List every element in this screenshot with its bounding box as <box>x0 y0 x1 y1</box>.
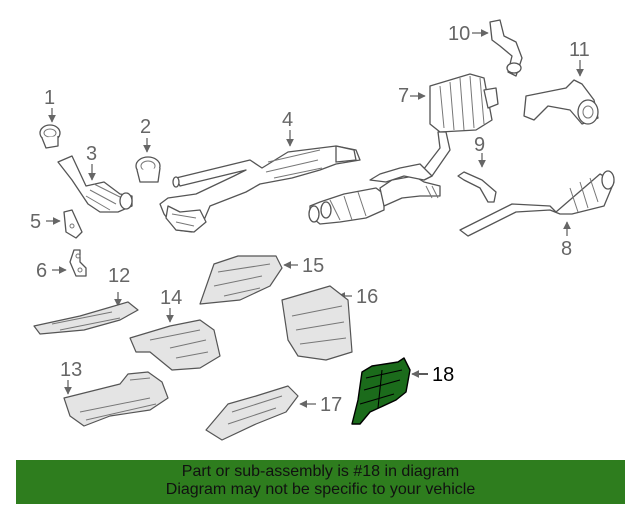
part-16-heat-shield[interactable] <box>281 285 353 361</box>
callout-6: 6 <box>36 260 47 282</box>
banner-line-2: Diagram may not be specific to your vehi… <box>165 481 476 498</box>
callout-16: 16 <box>356 286 378 308</box>
intermediate-pipe-assembly[interactable] <box>308 163 441 225</box>
callout-8: 8 <box>561 238 572 260</box>
callout-7: 7 <box>398 85 409 107</box>
part-11-bracket[interactable] <box>523 60 599 125</box>
part-1-gasket[interactable] <box>39 108 61 149</box>
part-6-hanger[interactable] <box>52 249 87 277</box>
callout-2: 2 <box>140 116 151 138</box>
callout-13: 13 <box>60 359 82 381</box>
callout-14: 14 <box>160 287 182 309</box>
callout-9: 9 <box>474 134 485 156</box>
part-15-heat-shield[interactable] <box>199 255 298 305</box>
banner-line-1: Part or sub-assembly is #18 in diagram <box>181 463 460 480</box>
part-12-heat-shield[interactable] <box>33 292 139 335</box>
part-7-rear-muffler[interactable] <box>410 73 499 181</box>
part-14-heat-shield[interactable] <box>129 308 221 371</box>
callout-3: 3 <box>86 143 97 165</box>
exhaust-parts-diagram: 1 2 3 4 5 6 <box>30 19 615 441</box>
part-10-hanger[interactable] <box>472 19 523 77</box>
callout-4: 4 <box>282 109 293 131</box>
part-2-gasket[interactable] <box>135 138 161 183</box>
part-4-front-pipe[interactable] <box>159 130 361 233</box>
callout-17: 17 <box>320 394 342 416</box>
callout-1: 1 <box>44 87 55 109</box>
part-8-muffler[interactable] <box>459 170 615 237</box>
callout-11: 11 <box>569 39 590 61</box>
callout-5: 5 <box>30 211 41 233</box>
part-18-heat-shield-highlighted[interactable] <box>351 357 428 425</box>
callout-15: 15 <box>302 255 324 277</box>
part-17-heat-shield[interactable] <box>205 385 316 441</box>
part-5-bracket[interactable] <box>46 209 83 239</box>
callout-10: 10 <box>448 23 470 45</box>
callout-12: 12 <box>108 265 130 287</box>
part-3-catalytic-converter[interactable] <box>57 155 133 213</box>
part-9-pipe[interactable] <box>457 153 497 203</box>
part-13-heat-shield[interactable] <box>63 371 169 427</box>
callout-18: 18 <box>432 364 454 386</box>
part-info-banner: Part or sub-assembly is #18 in diagram D… <box>16 460 625 504</box>
